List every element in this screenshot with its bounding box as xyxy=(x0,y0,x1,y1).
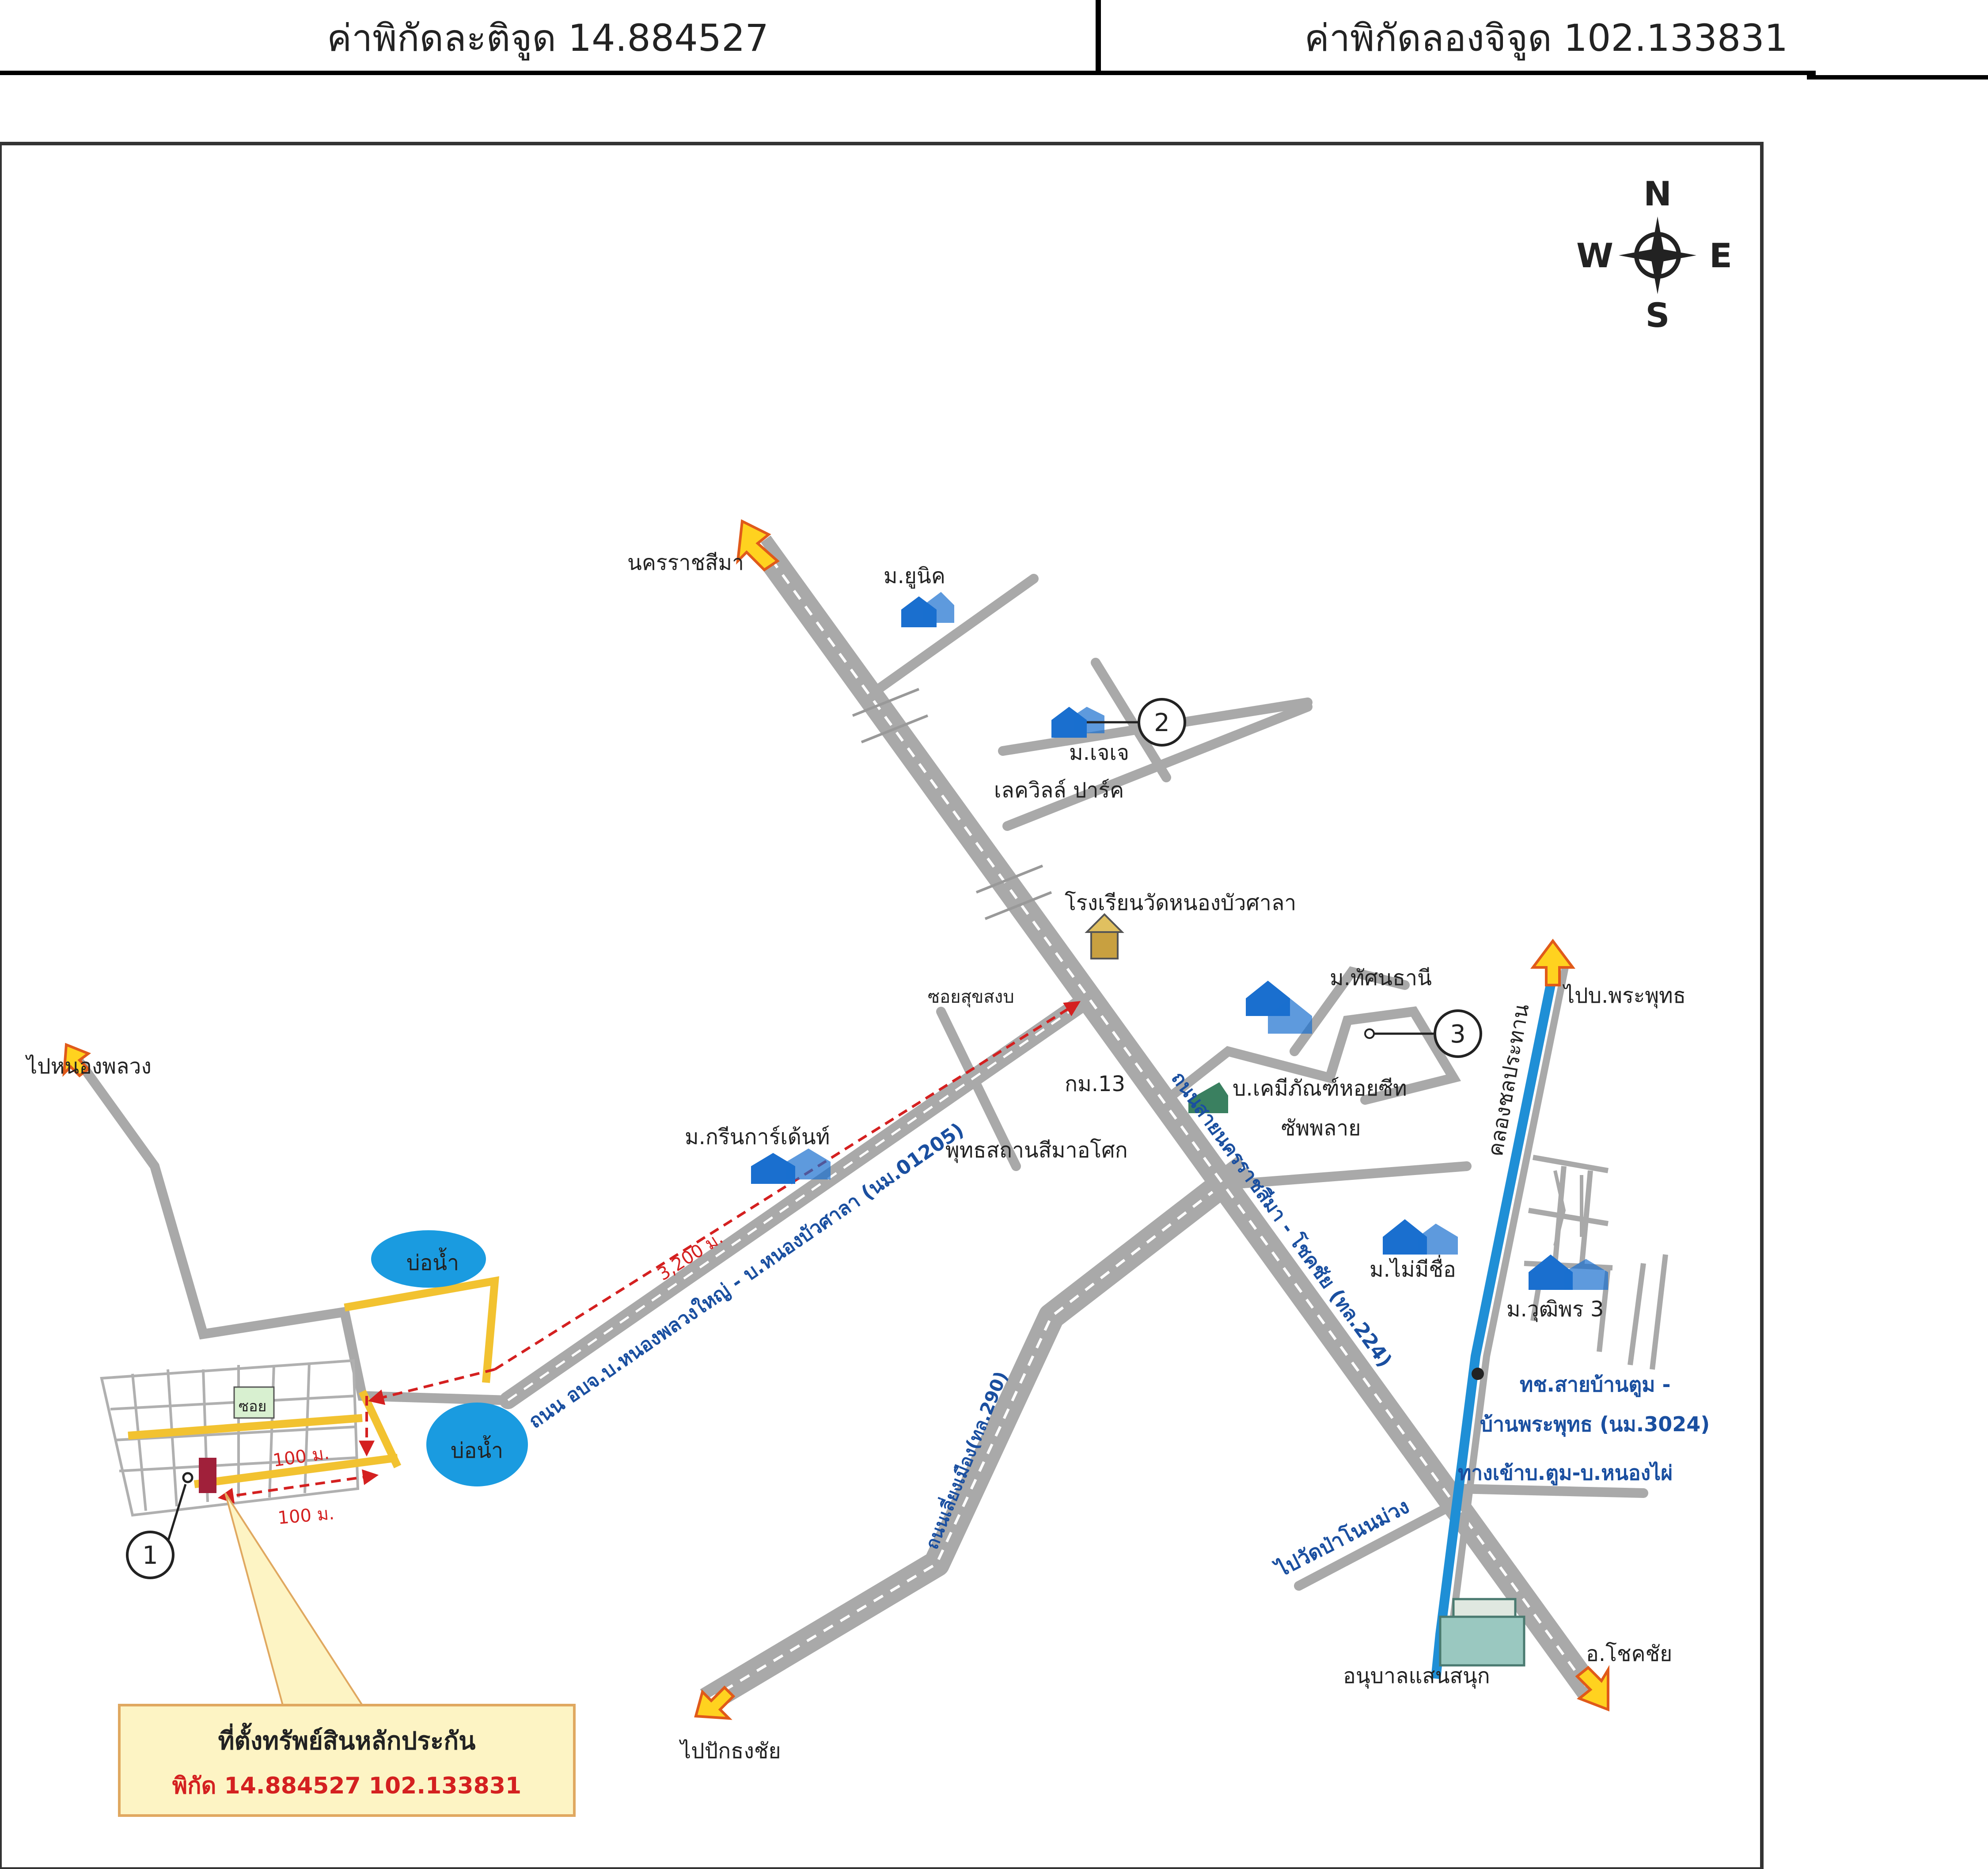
distance-100-lower xyxy=(217,1469,379,1504)
label-side-road: ซอย xyxy=(239,1398,266,1415)
label-buddhist-center: พุทธสถานสีมาอโศก xyxy=(945,1138,1128,1163)
label-unique-village: ม.ยูนิค xyxy=(884,564,945,589)
arrow-phra-phut-icon xyxy=(1530,939,1575,986)
map-frame xyxy=(0,142,1764,1869)
label-route-3024-line2: บ้านพระพุทธ (นม.3024) xyxy=(1480,1412,1710,1437)
header-rule-left xyxy=(0,71,1816,75)
kindergarten-icon xyxy=(1439,1598,1525,1667)
lane-plot xyxy=(128,1414,363,1440)
house-icon-green xyxy=(751,1149,831,1184)
longitude-label: ค่าพิกัดลองจิจูด 102.133831 xyxy=(1304,16,1788,60)
arrow-nakhon-ratchasima-icon xyxy=(736,519,780,572)
label-distance-100-b: 100 ม. xyxy=(277,1503,335,1528)
house-icon-jj xyxy=(1051,707,1104,738)
label-green-home: ม.กรีนการ์เด้นท์ xyxy=(685,1125,830,1149)
label-chok-chai: อ.โชคชัย xyxy=(1586,1642,1672,1666)
village-icons xyxy=(751,592,1608,1290)
road-jj-3 xyxy=(1002,702,1313,831)
road-entrance-tum xyxy=(1453,1484,1648,1498)
label-to-phra-phut: ไปบ.พระพุทธ xyxy=(1562,983,1686,1008)
road-wat-pa xyxy=(1294,1493,1472,1591)
marker-2: 2 xyxy=(1087,698,1186,747)
road-unique xyxy=(861,574,1039,703)
label-jj-village: ม.เจเจ xyxy=(1069,740,1129,765)
label-tassana-village: ม.ทัศนธานี xyxy=(1330,966,1432,990)
svg-text:1: 1 xyxy=(142,1541,158,1570)
label-wutiporn-village: ม.วุฒิพร 3 xyxy=(1506,1297,1604,1322)
direction-arrows xyxy=(62,519,1609,1720)
compass-south: S xyxy=(1646,296,1670,335)
distance-3200-line xyxy=(494,1001,1081,1371)
road-01205 xyxy=(499,994,1091,1409)
label-km13: กม.13 xyxy=(1065,1072,1125,1096)
label-nakhon-ratchasima: นครราชสีมา xyxy=(627,550,744,575)
factory-icon xyxy=(1188,1082,1228,1113)
distance-lines xyxy=(217,1001,1081,1504)
callout-title: ที่ตั้งทรัพย์สินหลักประกัน xyxy=(218,1723,476,1755)
canal-line xyxy=(1431,962,1560,1679)
village-grid-wutiporn xyxy=(1524,1155,1668,1370)
label-kindergarten: อนุบาลแสนสนุก xyxy=(1343,1664,1490,1689)
latitude-label: ค่าพิกัดละติจูด 14.884527 xyxy=(326,16,769,60)
road-highway-224 xyxy=(749,535,1601,1700)
school-icon xyxy=(1085,913,1124,959)
road-tassana-2 xyxy=(1290,966,1410,1056)
callout-coords: พิกัด 14.884527 102.133831 xyxy=(172,1773,521,1799)
label-route-3024-line1: ทช.สายบ้านตูม - xyxy=(1520,1372,1671,1397)
label-to-nong-phlawang: ไปหนองพลวง xyxy=(25,1054,152,1079)
distance-connector xyxy=(368,1368,495,1405)
road-soi-sukhasangob xyxy=(936,1007,1021,1171)
svg-text:3: 3 xyxy=(1450,1020,1466,1049)
pond-north xyxy=(371,1230,486,1288)
header-divider xyxy=(1096,0,1101,75)
house-icon-unique xyxy=(901,592,954,627)
label-soi: ซอยสุขสงบ xyxy=(928,987,1014,1008)
label-pond-north: บ่อน้ำ xyxy=(406,1247,459,1275)
label-no-name-village: ม.ไม่มีชื่อ xyxy=(1370,1255,1456,1282)
bridge-markers xyxy=(852,688,1052,920)
arrow-nong-phlawang-icon xyxy=(62,1043,91,1077)
pond-south xyxy=(426,1403,528,1486)
svg-text:2: 2 xyxy=(1154,709,1170,737)
label-entrance-road: ทางเข้าบ.ตูม-บ.หนองไผ่ xyxy=(1458,1461,1673,1486)
house-icon-no-name xyxy=(1383,1219,1458,1255)
road-company xyxy=(1232,1161,1472,1189)
compass-north: N xyxy=(1643,174,1672,213)
coordinate-header: ค่าพิกัดละติจูด 14.884527 ค่าพิกัดลองจิจ… xyxy=(0,0,1988,80)
marker-1: 1 xyxy=(126,1484,187,1579)
label-company-line2: ซัพพลาย xyxy=(1281,1116,1361,1141)
header-rule-right xyxy=(1807,75,1988,80)
label-company-line1: บ.เคมีภัณฑ์หอยซีท xyxy=(1233,1076,1407,1101)
property-callout: ที่ตั้งทรัพย์สินหลักประกัน พิกัด 14.8845… xyxy=(118,1704,576,1817)
junction-dot xyxy=(1472,1368,1484,1380)
property-location-marker xyxy=(199,1458,216,1493)
road-tassana xyxy=(1161,1006,1461,1105)
compass-rose-icon: N S E W xyxy=(1576,174,1732,335)
canal-side-road xyxy=(1448,962,1570,1635)
compass-west: W xyxy=(1576,236,1613,275)
house-icon-wutiporn xyxy=(1529,1255,1608,1290)
arrow-chok-chai-icon xyxy=(1575,1665,1609,1712)
road-bypass-290 xyxy=(700,1156,1254,1712)
label-to-pak-thong-chai: ไปปักธงชัย xyxy=(679,1739,781,1763)
house-icon-tassana xyxy=(1246,981,1312,1034)
lane-north xyxy=(344,1276,499,1383)
label-lakeville-park: เลควิลล์ ปาร์ค xyxy=(994,778,1124,803)
property-pin xyxy=(182,1472,193,1483)
marker-3: 3 xyxy=(1364,1009,1482,1058)
road-jj-2 xyxy=(1091,658,1171,782)
arrow-pak-thong-chai-icon xyxy=(694,1685,736,1720)
label-pond-south: บ่อน้ำ xyxy=(451,1435,503,1463)
compass-east: E xyxy=(1709,236,1732,275)
side-road-sign xyxy=(233,1386,275,1419)
label-school: โรงเรียนวัดหนองบัวศาลา xyxy=(1065,891,1296,915)
